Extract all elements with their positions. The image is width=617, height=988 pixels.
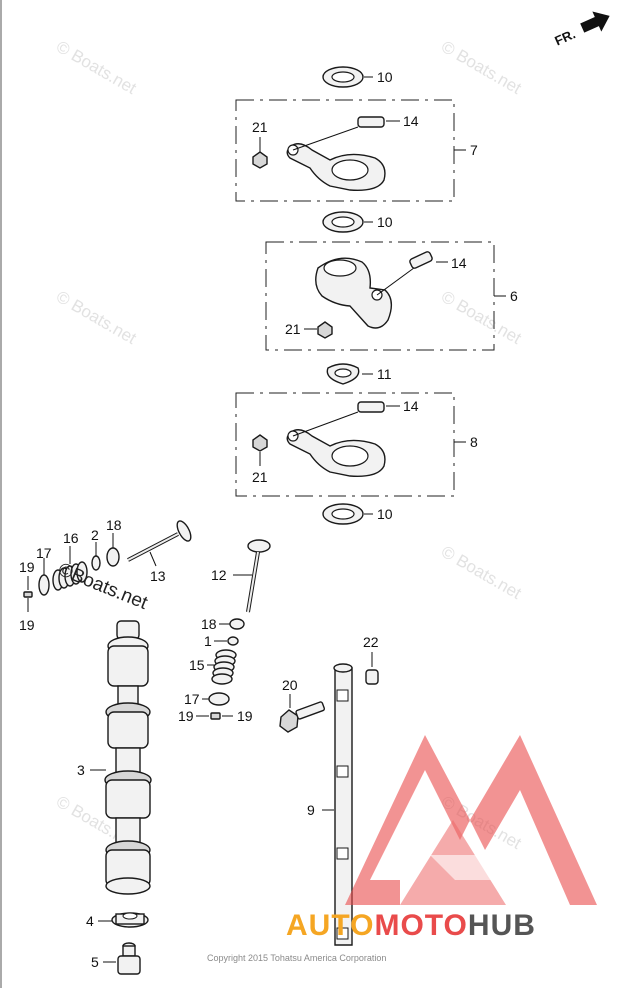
part-21-nut-b: 21 [285,321,333,339]
callout-21-c: 21 [252,469,268,485]
part-22-pin: 22 [363,634,379,685]
callout-8: 8 [470,434,478,450]
callout-14-a: 14 [403,113,419,129]
part-6-rocker-arm [315,257,419,329]
part-14-screw-b: 14 [409,251,467,271]
brand-logo-mark-icon [345,735,597,905]
callout-19-c: 19 [178,708,194,724]
part-4-gear: 4 [86,912,149,929]
watermark-top-right: © Boats.net [438,37,525,98]
callout-4: 4 [86,913,94,929]
part-12-valve: 12 [211,539,271,613]
callout-7: 7 [470,142,478,158]
watermark-overlay: ©Boats.net [55,559,151,614]
part-14-screw-a: 14 [357,113,419,129]
callout-17-b: 17 [184,691,200,707]
brand-wordmark: AUTOMOTOHUB [286,909,536,942]
watermark-lower-right: © Boats.net [438,542,525,603]
front-direction-label: FR. [552,26,577,48]
callout-19-b: 19 [19,617,35,633]
callout-22: 22 [363,634,379,650]
part-10-washer-top: 10 [322,66,393,88]
part-14-screw-c: 14 [357,398,419,414]
part-8-rocker-arm [286,411,386,477]
assembly-box-8 [235,392,455,497]
part-16-spring-a: 16 [52,530,88,591]
callout-11: 11 [377,366,392,382]
callout-2: 2 [91,527,99,543]
part-17-retainer-a: 17 [36,545,52,596]
part-1-seat: 1 [204,633,239,649]
callout-13: 13 [150,568,166,584]
brand-part-auto: AUTO [286,909,374,942]
part-5-bushing: 5 [91,942,141,975]
front-direction-indicator: FR. [552,11,610,49]
callout-19-a: 19 [19,559,35,575]
part-2-seat: 2 [91,527,101,571]
part-9-rocker-shaft: 9 [307,663,353,946]
callout-10-bottom: 10 [377,506,393,522]
brand-logo: AUTOMOTOHUB [286,735,597,942]
callout-18-b: 18 [201,616,217,632]
brand-part-moto: MOTO [374,909,467,942]
callout-19-d: 19 [237,708,253,724]
copyright-notice: Copyright 2015 Tohatsu America Corporati… [207,953,386,963]
callout-20: 20 [282,677,298,693]
callout-3: 3 [77,762,85,778]
part-7-rocker-arm [286,126,386,191]
callout-21-b: 21 [285,321,301,337]
callout-5: 5 [91,954,99,970]
part-11-shim: 11 [326,363,392,385]
callout-15: 15 [189,657,205,673]
callout-6: 6 [510,288,518,304]
callout-21-a: 21 [252,119,268,135]
part-19-cotter-a: 19 19 [19,559,35,633]
part-20-bolt: 20 [279,677,326,733]
callout-14-b: 14 [451,255,467,271]
part-21-nut-a: 21 [252,119,268,169]
part-21-nut-c: 21 [252,434,268,485]
callout-10-top: 10 [377,69,393,85]
watermark-top-left: © Boats.net [53,37,140,98]
callout-12: 12 [211,567,227,583]
callout-14-c: 14 [403,398,419,414]
callout-18-a: 18 [106,517,122,533]
brand-part-hub: HUB [468,909,536,942]
part-3-camshaft: 3 [77,620,152,895]
callout-16: 16 [63,530,79,546]
callout-9: 9 [307,802,315,818]
direction-arrow-icon [580,11,610,33]
part-13-valve: 13 [127,520,192,584]
part-10-washer-second: 10 [322,211,393,233]
callout-17-a: 17 [36,545,52,561]
callout-10-second: 10 [377,214,393,230]
watermark-mid-left: © Boats.net [53,287,140,348]
part-18-seal-b: 18 [201,616,245,632]
part-10-washer-bottom: 10 [322,503,393,525]
callout-1: 1 [204,633,212,649]
part-15-spring-b: 15 [189,649,237,685]
part-19-cotter-b: 19 19 [178,708,253,724]
part-18-seal-a: 18 [106,517,122,567]
part-17-retainer-b: 17 [184,691,230,707]
